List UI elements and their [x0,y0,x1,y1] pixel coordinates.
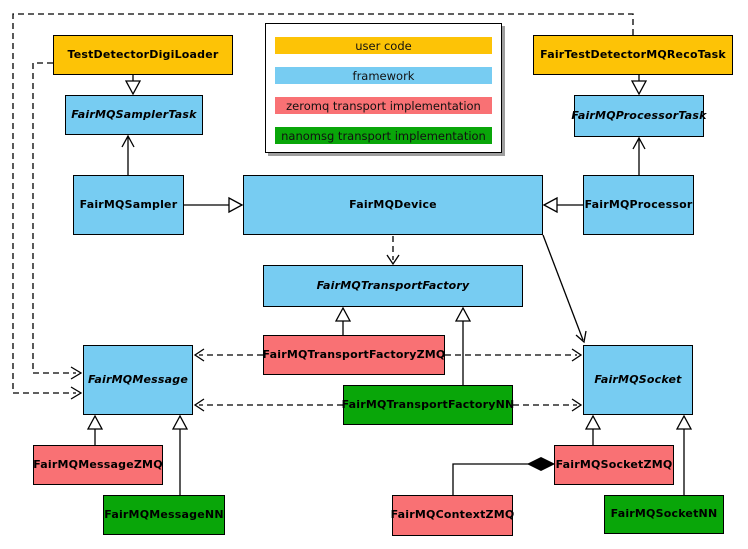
edge-inheritance-socketnn-socket [675,414,693,495]
edge-dependency-factorynn-message [193,398,343,412]
edge-dependency-recotask-message [12,13,634,400]
edge-dependency-factoryzmq-message [193,348,263,362]
edge-association-processor-processortask [632,136,646,175]
edge-dependency-factorynn-socket [513,398,583,412]
edge-inheritance-socketzmq-socket [584,414,602,445]
node-fairtestdetectormqrecotask: FairTestDetectorMQRecoTask [533,35,733,75]
node-fairmqtransportfactoryzmq: FairMQTransportFactoryZMQ [263,335,445,375]
edge-inheritance-messagenn-message [171,414,189,495]
node-fairmqsamplertask: FairMQSamplerTask [65,95,203,135]
edge-inheritance-digiloader-samplertask [124,75,142,96]
edge-dependency-digiloader-message [32,62,83,380]
edge-inheritance-factoryzmq-factory [334,306,352,335]
node-fairmqtransportfactory: FairMQTransportFactory [263,265,523,307]
node-fairmqsocket: FairMQSocket [583,345,693,415]
node-fairmqdevice: FairMQDevice [243,175,543,235]
edge-association-sampler-samplertask [121,134,135,175]
legend-item-user-code: user code [275,37,492,54]
edge-inheritance-processor-device [542,196,583,214]
node-fairmqsampler: FairMQSampler [73,175,184,235]
legend-item-nanomsg: nanomsg transport implementation [275,127,492,144]
node-fairmqcontextzmq: FairMQContextZMQ [391,495,514,536]
edge-inheritance-sampler-device [184,196,244,214]
edge-association-device-socket [542,234,587,344]
node-testdetectordigiloader: TestDetectorDigiLoader [53,35,233,75]
edge-dependency-device-transportfactory [386,236,400,266]
node-fairmqmessagezmq: FairMQMessageZMQ [33,445,163,485]
node-fairmqprocessor: FairMQProcessor [583,175,694,235]
node-fairmqsocketnn: FairMQSocketNN [604,495,724,534]
node-fairmqsocketzmq: FairMQSocketZMQ [554,445,674,485]
node-fairmqmessage: FairMQMessage [83,345,193,415]
node-fairmqtransportfactorynn: FairMQTransportFactoryNN [342,385,514,425]
edge-inheritance-factorynn-factory [454,306,472,385]
node-fairmqmessagenn: FairMQMessageNN [103,495,225,535]
edge-composition-contextzmq-socketzmq [452,456,556,495]
legend-item-framework: framework [275,67,492,84]
edge-inheritance-recotask-processortask [630,75,648,96]
legend-panel: user code framework zeromq transport imp… [265,23,502,153]
legend-item-zeromq: zeromq transport implementation [275,97,492,114]
edge-inheritance-messagezmq-message [86,414,104,445]
node-fairmqprocessortask: FairMQProcessorTask [571,95,706,137]
edge-dependency-factoryzmq-socket [445,348,583,362]
